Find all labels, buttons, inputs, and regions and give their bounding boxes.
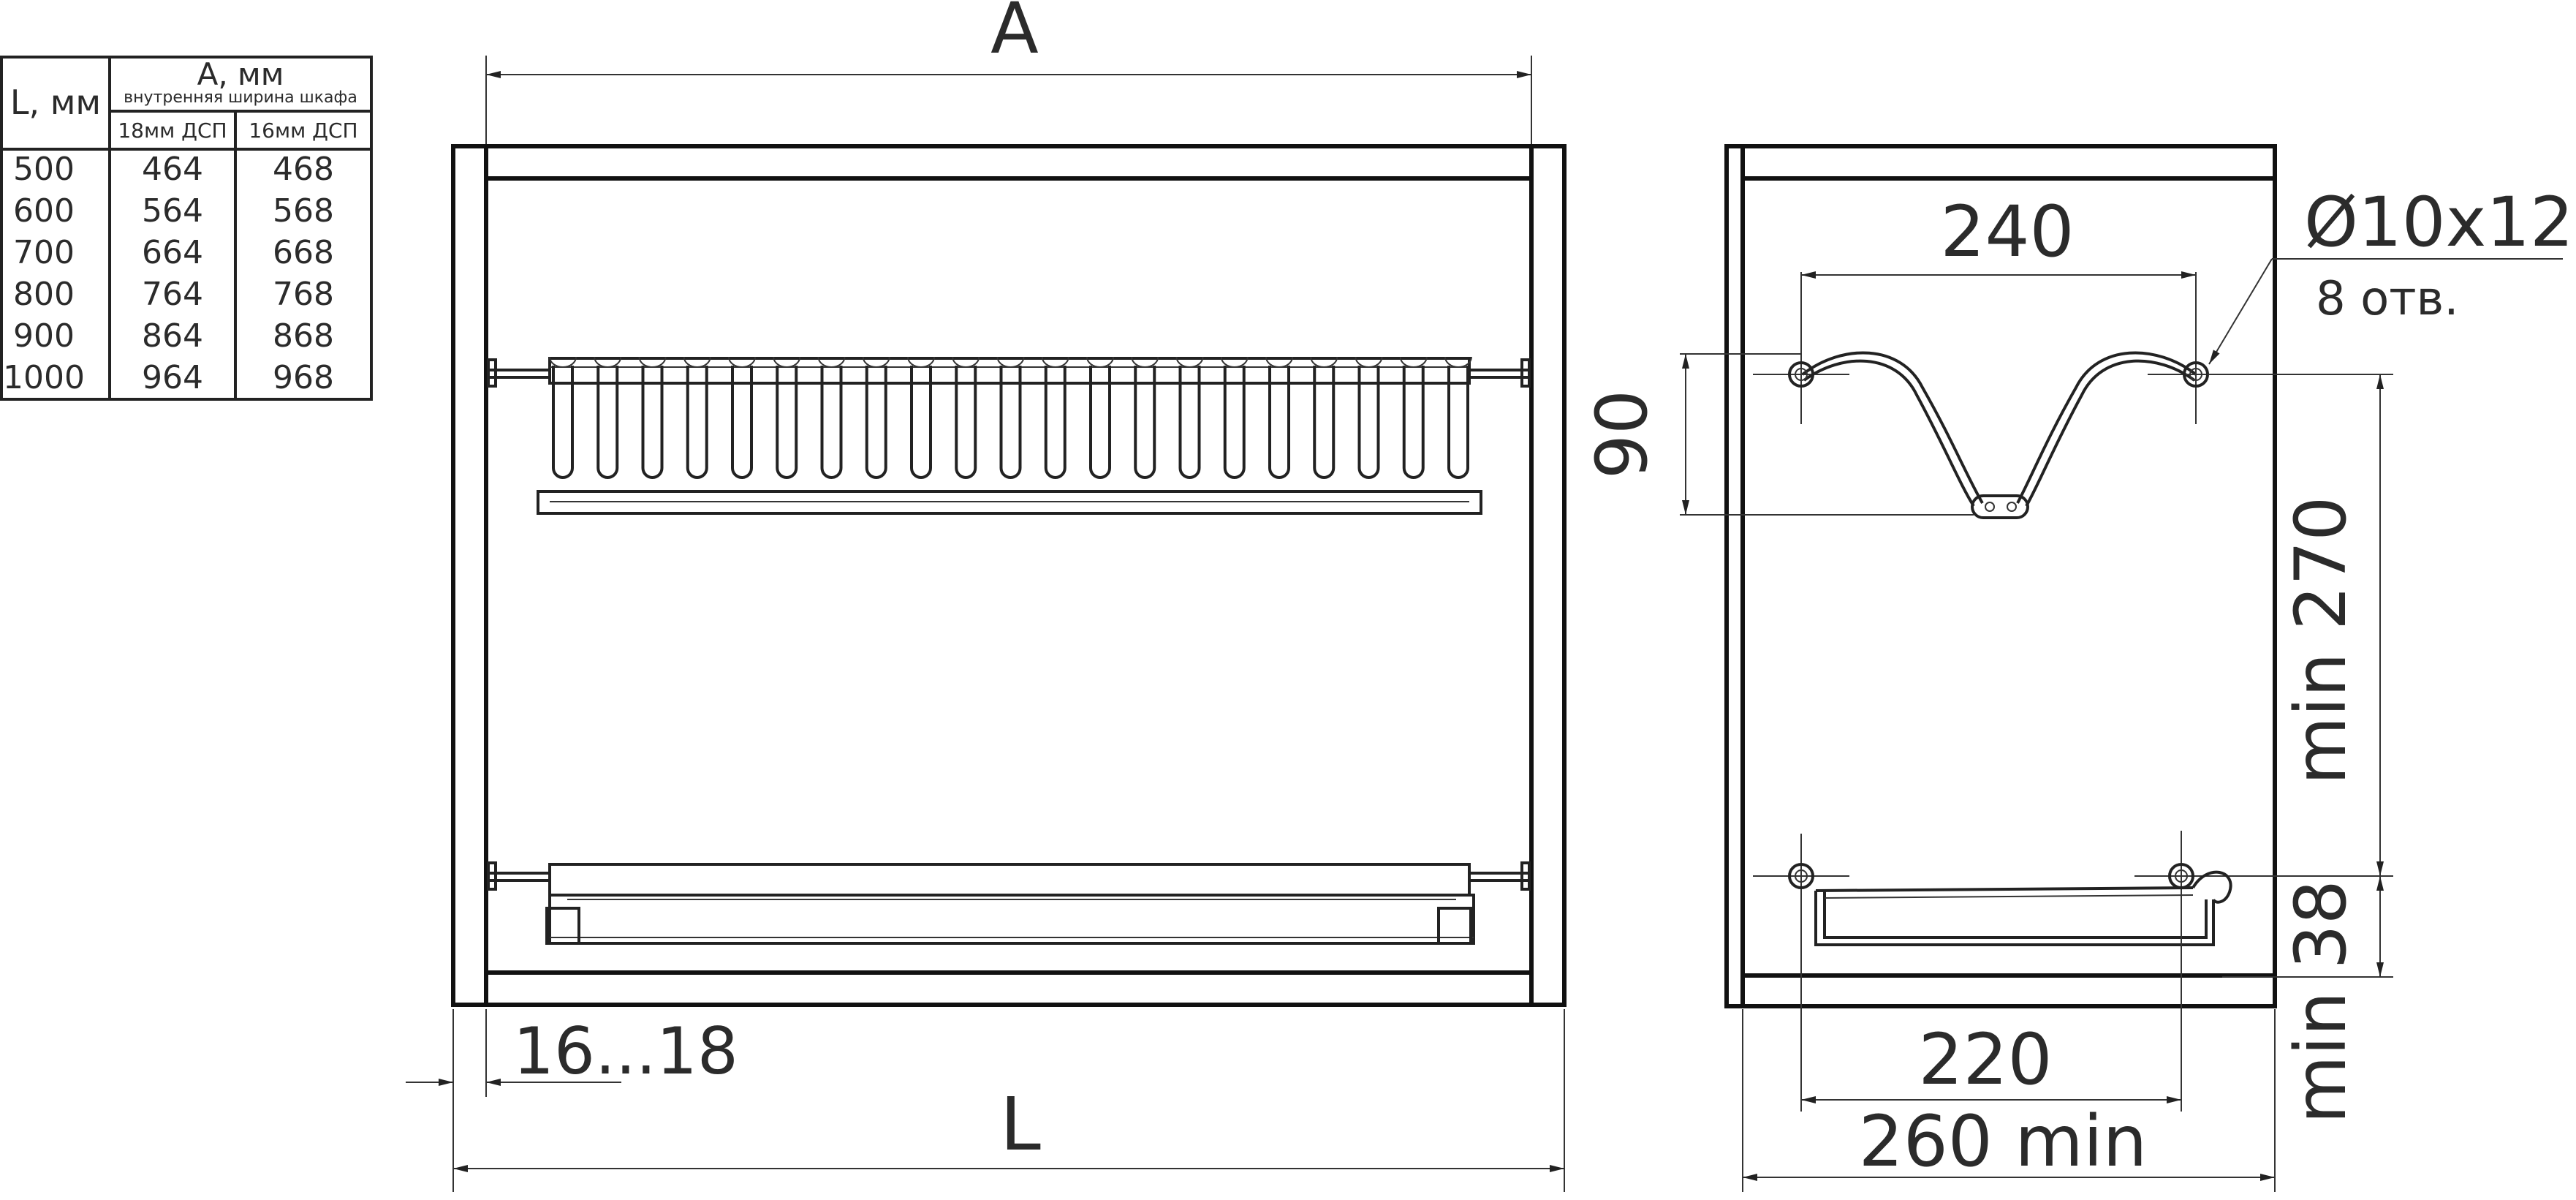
rack-loop (820, 366, 843, 479)
rack-loop (731, 366, 753, 479)
rack-loop (1089, 366, 1111, 479)
table-rows: 500 464 468 600 564 568 700 664 668 800 764 768 900 8… (3, 151, 334, 396)
rack-loop-top (773, 356, 801, 368)
dim-thickness-label: 16...18 (513, 1014, 738, 1089)
rack-loop (1313, 366, 1336, 479)
rack-loop-top (952, 356, 980, 368)
table-cell-18mm: 864 (142, 317, 203, 355)
table-cell-16mm: 568 (273, 192, 334, 230)
side-cabinet-outline (1724, 144, 2277, 1008)
rack-loop-top (1265, 356, 1293, 368)
rack-loop-top (1131, 356, 1159, 368)
side-tray (1814, 870, 2232, 946)
rack-loop-top (817, 356, 846, 368)
rack-loop-top (683, 356, 711, 368)
rack-loop (596, 366, 619, 479)
dim-260-label: 260 min (1859, 1101, 2148, 1182)
dim-220-label: 220 (1918, 1019, 2052, 1101)
table-cell-18mm: 664 (142, 234, 203, 271)
rack-loop-top (862, 356, 890, 368)
rack-loop (1357, 366, 1380, 479)
dim-l-label: L (1000, 1082, 1041, 1167)
table-cell-l: 600 (13, 192, 75, 230)
cabinet-outline (451, 144, 1567, 1007)
dim-240-label: 240 (1940, 191, 2074, 273)
hole-spec-label: Ø10x12 (2304, 183, 2574, 263)
rack-loop (955, 366, 977, 479)
rack-loop (641, 366, 664, 479)
rack-loop (999, 366, 1022, 479)
table-cell-l: 1000 (3, 359, 85, 396)
rack-loop (552, 366, 574, 479)
rack-loop-top (907, 356, 935, 368)
rack-loop-top (1175, 356, 1204, 368)
rack-loop-top (638, 356, 667, 368)
rack-loop (910, 366, 932, 479)
rack-loop (865, 366, 887, 479)
rack-loop-top (594, 356, 622, 368)
rack-loop (1447, 366, 1469, 479)
side-view: 240 Ø10x12 8 отв. (1581, 144, 2574, 1192)
table-cell-18mm: 564 (142, 192, 203, 230)
table-cell-18mm: 964 (142, 359, 203, 396)
dimension-table: L, мм A, мм внутренняя ширина шкафа 18мм… (0, 56, 373, 401)
mounting-hole-top-left (1753, 344, 1849, 424)
table-cell-l: 700 (13, 234, 75, 271)
rack-loop (1044, 366, 1067, 479)
dim-a-label: A (990, 0, 1039, 69)
drip-tray (487, 861, 1531, 945)
table-header-a: A, мм (197, 56, 284, 92)
plate-rack (487, 356, 1531, 515)
rack-loop-top (1041, 356, 1069, 368)
table-cell-16mm: 468 (273, 151, 334, 188)
table-header-l: L, мм (10, 83, 101, 122)
dim-min270-label: min 270 (2280, 497, 2362, 785)
rack-loop-top (549, 356, 577, 368)
rack-loop-top (1310, 356, 1338, 368)
table-col-18mm: 18мм ДСП (118, 118, 227, 143)
rack-loop (776, 366, 798, 479)
table-cell-18mm: 764 (142, 276, 203, 313)
rack-loop (1134, 366, 1156, 479)
rack-loop-top (1355, 356, 1383, 368)
rack-loop-top (1086, 356, 1114, 368)
table-cell-l: 800 (13, 276, 75, 313)
table-cell-16mm: 968 (273, 359, 334, 396)
rack-loop (1268, 366, 1290, 479)
table-col-16mm: 16мм ДСП (249, 118, 357, 143)
rack-loop-top (996, 356, 1025, 368)
table-header-a-sub: внутренняя ширина шкафа (124, 88, 357, 107)
rack-loop-top (728, 356, 756, 368)
table-cell-16mm: 768 (273, 276, 334, 313)
rack-loop (1223, 366, 1246, 479)
rack-loop (1178, 366, 1201, 479)
table-cell-16mm: 868 (273, 317, 334, 355)
hole-count-label: 8 отв. (2316, 272, 2459, 326)
rack-loop-top (1444, 356, 1472, 368)
mounting-hole-bottom-right (2134, 831, 2230, 921)
rack-loop-top (1399, 356, 1428, 368)
table-cell-16mm: 668 (273, 234, 334, 271)
table-cell-l: 900 (13, 317, 75, 355)
rack-bracket (1801, 351, 2197, 519)
dim-min38-label: min 38 (2280, 880, 2362, 1124)
table-cell-18mm: 464 (142, 151, 203, 188)
rack-loop (1402, 366, 1425, 479)
table-cell-l: 500 (13, 151, 75, 188)
mounting-hole-bottom-left (1753, 834, 1849, 921)
rack-loop-top (1220, 356, 1249, 368)
front-view: A (406, 0, 1567, 1192)
rack-loop (686, 366, 708, 479)
dim-90-label: 90 (1581, 390, 1663, 479)
